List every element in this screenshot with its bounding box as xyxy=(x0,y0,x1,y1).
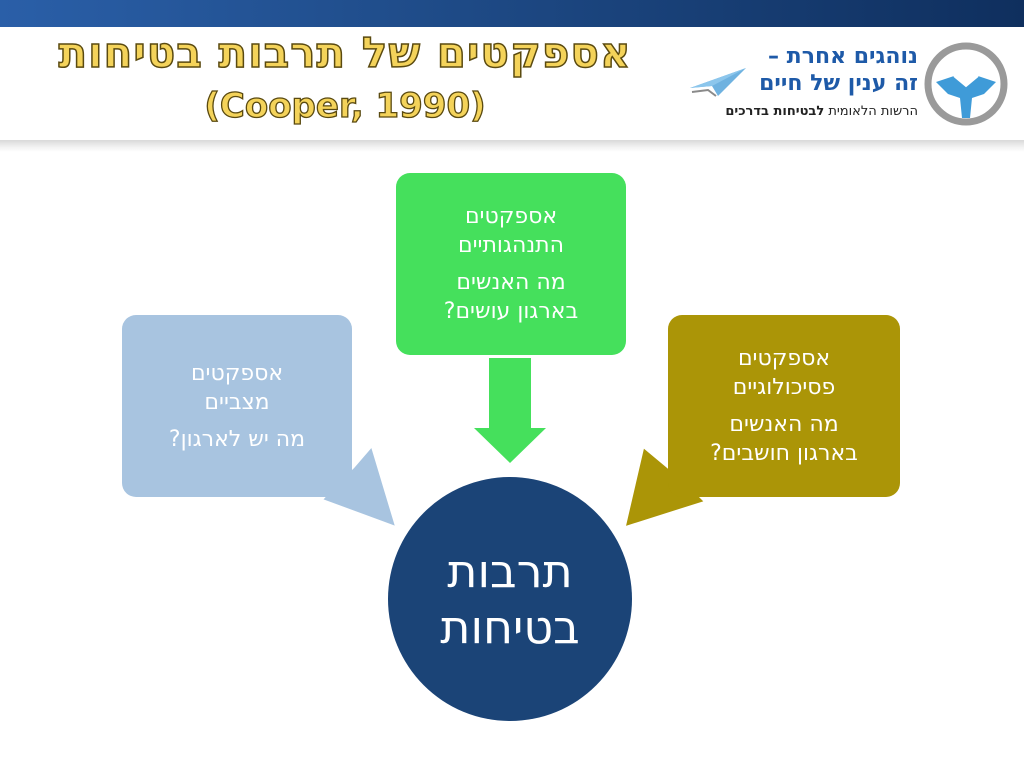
slide-header xyxy=(0,27,1024,140)
steering-wheel-hands-icon xyxy=(924,42,1008,126)
logo-slogan-line1: נוהגים אחרת – xyxy=(768,44,918,69)
behavioral-aspects-heading: אספקטים התנהגותיים xyxy=(458,204,564,258)
paper-plane-icon xyxy=(690,68,746,97)
safety-culture-line2: בטיחות xyxy=(440,600,580,654)
arrow-down-green xyxy=(474,358,546,463)
slide-title: אספקטים של תרבות בטיחות xyxy=(58,27,632,78)
top-banner-bar xyxy=(0,0,1024,27)
situational-aspects-question: מה יש לארגון? xyxy=(168,426,306,452)
logo-org-regular: הרשות הלאומית xyxy=(824,104,918,119)
psychological-aspects-question: מה האנשים בארגון חושבים? xyxy=(710,412,858,466)
slide-subtitle: (Cooper, 1990) xyxy=(204,85,487,126)
header-shadow xyxy=(0,140,1024,152)
behavioral-aspects-box: אספקטים התנהגותיים מה האנשים בארגון עושי… xyxy=(396,173,626,355)
logo-org-bold: לבטיחות בדרכים xyxy=(725,104,825,119)
logo-organization-name: הרשות הלאומית לבטיחות בדרכים xyxy=(680,104,918,119)
safety-culture-circle: תרבות בטיחות xyxy=(388,477,632,721)
behavioral-aspects-question: מה האנשים בארגון עושים? xyxy=(443,270,579,324)
situational-aspects-box: אספקטים מצביים מה יש לארגון? xyxy=(122,315,352,497)
logo-slogan-line2: זה ענין של חיים xyxy=(759,71,918,96)
situational-aspects-heading: אספקטים מצביים xyxy=(190,360,284,415)
safety-culture-line1: תרבות xyxy=(447,544,573,598)
psychological-aspects-heading: אספקטים פסיכולוגיים xyxy=(732,346,836,400)
psychological-aspects-box: אספקטים פסיכולוגיים מה האנשים בארגון חוש… xyxy=(668,315,900,497)
